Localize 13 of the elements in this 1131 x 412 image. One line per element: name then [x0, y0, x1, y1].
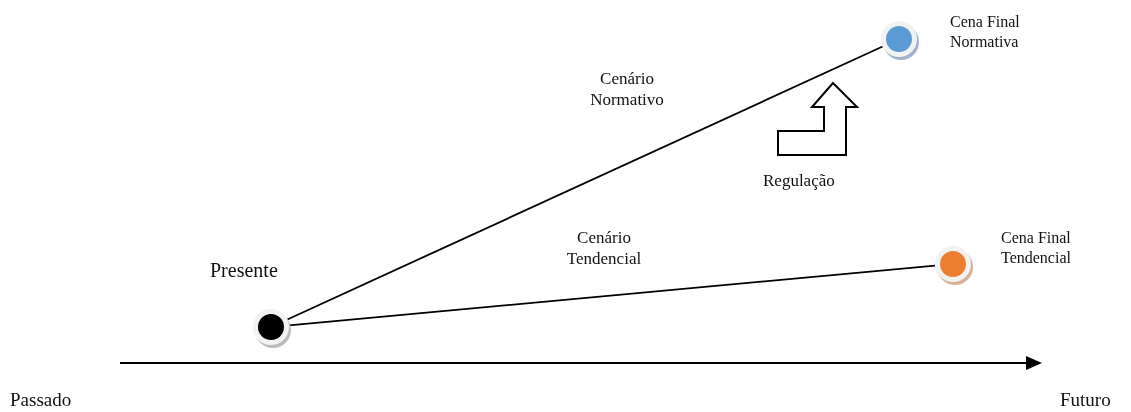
connector-line — [286, 45, 884, 321]
edge-label: Cenário Normativo — [589, 68, 665, 111]
axis-label: Passado — [10, 388, 72, 412]
axis-label: Regulação — [763, 170, 835, 192]
circle-node — [881, 21, 917, 57]
node-caption: Presente — [210, 258, 279, 283]
edge-label: Cenário Tendencial — [565, 227, 643, 270]
node-caption: Cena Final Tendencial — [1001, 228, 1072, 268]
circle-node — [253, 309, 289, 345]
connector-line — [288, 264, 936, 327]
node-caption: Cena Final Normativa — [950, 12, 1021, 52]
axis-label: Futuro — [1060, 388, 1111, 412]
circle-node — [935, 246, 971, 282]
